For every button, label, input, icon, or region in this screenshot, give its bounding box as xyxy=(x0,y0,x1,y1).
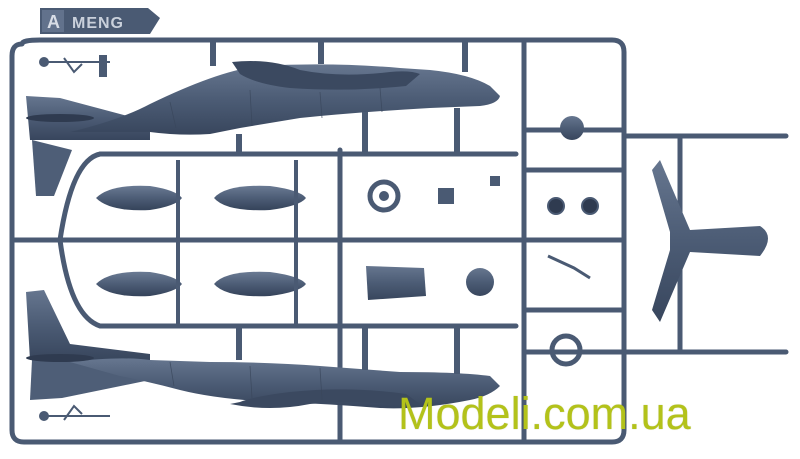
tank-3 xyxy=(96,271,182,297)
watermark-text: Modeli.com.ua xyxy=(398,388,691,439)
gear-part-bottom xyxy=(39,404,110,421)
tank-1 xyxy=(96,185,182,211)
frame-outer xyxy=(9,37,627,445)
runner-loop xyxy=(57,151,519,329)
drop-tanks xyxy=(96,160,306,326)
tank-4 xyxy=(214,271,306,297)
stabilizer xyxy=(652,160,768,322)
sprue-tab: A MENG xyxy=(40,8,160,34)
center-parts xyxy=(366,176,500,300)
sprue-tab-brand: MENG xyxy=(72,15,124,32)
sprue-tab-letter: A xyxy=(47,12,60,32)
tank-2 xyxy=(214,185,306,211)
right-parts xyxy=(547,116,768,367)
gear-part-top xyxy=(39,55,110,77)
fuselage-half-bottom xyxy=(26,290,500,409)
fuselage-half-top xyxy=(26,40,500,196)
